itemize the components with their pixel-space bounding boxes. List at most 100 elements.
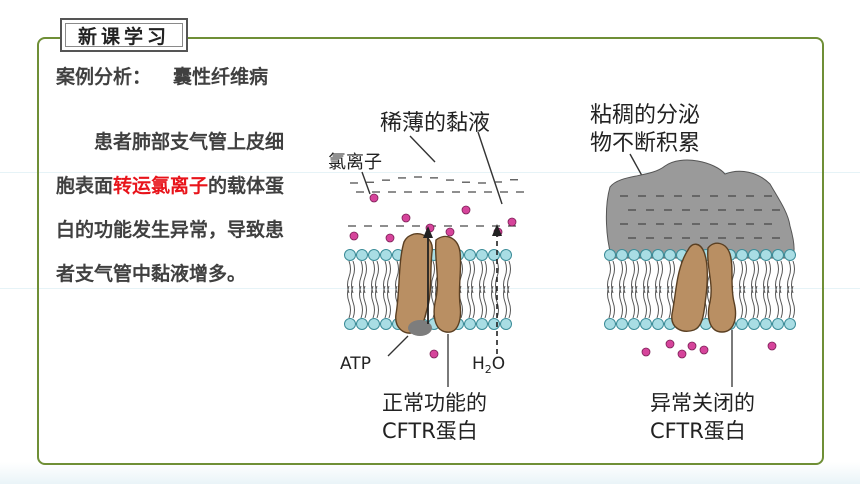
lipid-head xyxy=(760,249,772,261)
thick-mucus-dashes xyxy=(620,195,780,239)
chloride-ion xyxy=(665,339,675,349)
chloride-ion xyxy=(767,341,777,351)
lipid-head xyxy=(500,249,512,261)
lipid-tail xyxy=(751,285,755,319)
chloride-ion xyxy=(687,341,697,351)
secretion-label-1: 粘稠的分泌 xyxy=(590,103,700,128)
paragraph-text-1: 患者肺部支气管上皮细胞表面 xyxy=(56,131,285,197)
lipid-tail xyxy=(667,285,671,319)
water-arrow-head xyxy=(492,224,502,236)
lipid-head xyxy=(380,249,392,261)
chloride-arrow-head xyxy=(423,226,433,238)
lipid-tail xyxy=(607,285,611,319)
lipid-tail xyxy=(359,285,363,319)
thin-mucus-pointer xyxy=(477,131,503,205)
lipid-tail xyxy=(491,285,495,319)
chloride-ion xyxy=(369,193,379,203)
lipid-tail xyxy=(743,285,747,319)
lipid-tail xyxy=(779,285,783,319)
lipid-tail xyxy=(619,285,623,319)
chloride-ion xyxy=(385,233,395,243)
mucus-label: 稀薄的黏液 xyxy=(380,111,490,136)
lipid-head xyxy=(488,318,500,330)
lipid-tail xyxy=(351,285,355,319)
atp-binding-site xyxy=(408,320,432,336)
lipid-tail xyxy=(643,285,647,319)
normal-caption-2: CFTR蛋白 xyxy=(382,419,478,443)
lipid-head xyxy=(488,249,500,261)
lipid-tail xyxy=(495,285,499,319)
lipid-tail xyxy=(659,285,663,319)
paragraph-text-2: 的载体蛋白的功能发生异常，导致患者支气管中黏液增多。 xyxy=(56,175,285,285)
atp-pointer xyxy=(387,335,409,357)
lipid-head xyxy=(772,249,784,261)
lipid-head xyxy=(640,318,652,330)
lipid-tail xyxy=(647,285,651,319)
case-title: 案例分析： 囊性纤维病 xyxy=(56,62,268,89)
chloride-ion xyxy=(641,347,651,357)
ion-pointer xyxy=(361,171,371,195)
lipid-head xyxy=(476,318,488,330)
lipid-tail xyxy=(787,285,791,319)
chloride-ion xyxy=(445,227,455,237)
lipid-head xyxy=(368,249,380,261)
lipid-head xyxy=(604,249,616,261)
lipid-tail xyxy=(635,285,639,319)
paragraph-highlight: 转运氯离子 xyxy=(113,175,209,197)
lipid-head xyxy=(748,318,760,330)
chloride-ion xyxy=(507,217,517,227)
lipid-tail xyxy=(507,285,511,319)
lipid-head xyxy=(652,318,664,330)
lipid-head xyxy=(356,249,368,261)
chloride-ion xyxy=(349,231,359,241)
lipid-head xyxy=(464,318,476,330)
atp-label: ATP xyxy=(340,354,371,374)
lipid-tail xyxy=(371,285,375,319)
background-band xyxy=(0,462,860,484)
thick-mucus xyxy=(605,159,795,259)
lipid-head xyxy=(772,318,784,330)
lipid-head xyxy=(616,249,628,261)
lipid-tail xyxy=(483,285,487,319)
lipid-head xyxy=(344,318,356,330)
lipid-head xyxy=(500,318,512,330)
water-label: H2O xyxy=(472,354,505,376)
case-label: 案例分析： xyxy=(56,66,152,88)
cftr-diagram: 稀薄的黏液 氯离子 ATP H2O 正常功能的 CFTR蛋白 粘稠的分泌 物不断… xyxy=(328,103,796,443)
chloride-ion xyxy=(677,349,687,359)
lipid-head xyxy=(604,318,616,330)
background-line xyxy=(0,172,860,173)
section-tag-label: 新课学习 xyxy=(77,25,170,48)
section-tag: 新课学习 xyxy=(60,18,188,52)
case-topic: 囊性纤维病 xyxy=(173,66,269,88)
normal-caption-1: 正常功能的 xyxy=(382,391,487,415)
lipid-tail xyxy=(631,285,635,319)
chloride-ions-right xyxy=(641,339,777,359)
lipid-head xyxy=(344,249,356,261)
chloride-ion xyxy=(401,213,411,223)
lipid-tail xyxy=(655,285,659,319)
lipid-head xyxy=(380,318,392,330)
mucus-pointer xyxy=(409,135,436,163)
lipid-head xyxy=(356,318,368,330)
lipid-head xyxy=(784,318,796,330)
chloride-ion xyxy=(699,345,709,355)
case-paragraph: 患者肺部支气管上皮细胞表面转运氯离子的载体蛋白的功能发生异常，导致患者支气管中黏… xyxy=(56,120,286,296)
lipid-head xyxy=(784,249,796,261)
lipid-tail xyxy=(791,285,795,319)
lipid-head xyxy=(760,318,772,330)
lipid-head xyxy=(640,249,652,261)
lipid-head xyxy=(736,318,748,330)
lipid-head xyxy=(628,249,640,261)
chloride-ion xyxy=(429,349,439,359)
lipid-head xyxy=(736,249,748,261)
chloride-ion xyxy=(461,205,471,215)
lipid-tail xyxy=(387,285,391,319)
lipid-tail xyxy=(479,285,483,319)
lipid-tail xyxy=(763,285,767,319)
lipid-tail xyxy=(363,285,367,319)
lipid-tail xyxy=(471,285,475,319)
lipid-tail xyxy=(739,285,743,319)
ion-label: 氯离子 xyxy=(328,152,382,173)
lipid-head xyxy=(464,249,476,261)
